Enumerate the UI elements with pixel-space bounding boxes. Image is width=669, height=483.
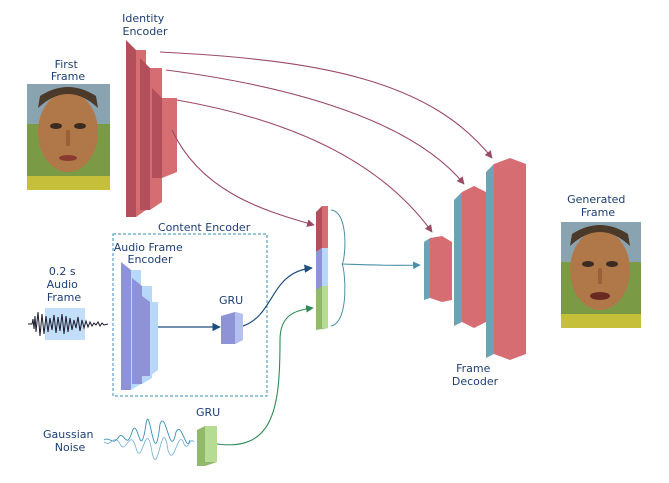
gaussian-noise-label: Gaussian Noise <box>43 428 97 454</box>
generated-frame-face-image <box>561 222 641 328</box>
first-frame-face-image <box>27 84 110 190</box>
frame-decoder-label: Frame Decoder <box>452 362 499 388</box>
frame-decoder-layer-2 <box>454 186 486 328</box>
frame-decoder-blocks <box>424 158 526 360</box>
identity-encoder-layer-3 <box>152 88 177 178</box>
generated-frame-label: Generated Frame <box>567 193 629 219</box>
latent-concatenated-vector <box>316 206 328 330</box>
gru-audio-label: GRU <box>219 294 243 307</box>
audio-waveform-icon <box>28 311 109 337</box>
frame-decoder-layer-3 <box>486 158 526 360</box>
gru-noise-block <box>197 426 217 466</box>
content-encoder-box <box>112 233 268 397</box>
first-frame-label: First Frame <box>51 58 86 83</box>
latent-to-decoder-arrow <box>341 261 421 270</box>
audio-frame-label: 0.2 s Audio Frame <box>47 265 82 304</box>
identity-encoder-blocks <box>126 40 177 217</box>
audio-frame-encoder-blocks <box>121 262 158 390</box>
gru-noise-label: GRU <box>196 406 220 419</box>
skip-arrow-to-decoder-layer-3 <box>159 51 493 159</box>
audio-frame-encoder-label: Audio Frame Encoder <box>114 241 187 266</box>
skip-arrow-to-decoder-layer-1 <box>176 99 433 233</box>
identity-encoder-label: Identity Encoder <box>122 12 168 38</box>
identity-to-latent-arrow <box>171 129 315 227</box>
gru-audio-block <box>221 312 243 344</box>
audio-encoder-layer-3 <box>142 296 158 376</box>
gru-audio-to-latent-arrow <box>242 264 313 327</box>
frame-decoder-layer-1 <box>424 236 452 302</box>
skip-arrow-to-decoder-layer-2 <box>165 69 465 185</box>
latent-merge-bracket <box>330 209 346 327</box>
content-encoder-label: Content Encoder <box>158 221 251 234</box>
gru-noise-to-latent-arrow <box>216 304 314 446</box>
gaussian-noise-waveform-icon <box>103 418 195 460</box>
